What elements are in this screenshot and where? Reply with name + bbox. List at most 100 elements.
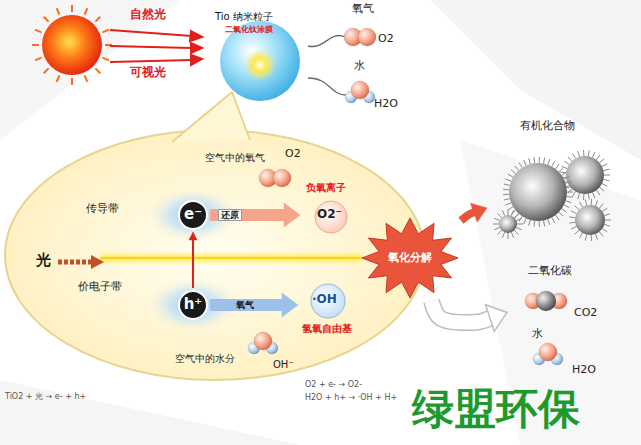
connector-line <box>210 299 284 311</box>
spike <box>580 202 583 207</box>
oxidation-arrow <box>210 293 298 317</box>
spike <box>515 214 519 218</box>
band-gap-line <box>100 250 362 266</box>
organic-molecule <box>569 199 611 241</box>
spike <box>603 169 609 170</box>
band-label: 价电子带 <box>78 281 122 294</box>
node-label: Tio 纳米粒子 <box>215 11 273 23</box>
sun <box>42 15 102 75</box>
connector-line <box>210 209 286 221</box>
spike <box>600 159 605 163</box>
ion-bubble <box>311 284 345 318</box>
spike <box>539 157 540 163</box>
sun-ray <box>35 58 41 61</box>
oxidation-star: 氧化分解 <box>362 218 458 298</box>
spike <box>556 215 560 220</box>
spike <box>533 221 535 227</box>
spike <box>567 196 573 198</box>
sun-ray <box>32 44 39 46</box>
spike <box>571 211 576 214</box>
spike <box>588 150 589 156</box>
node-label: h⁺ <box>184 296 203 313</box>
atom <box>539 343 557 361</box>
organic-molecule <box>560 150 610 200</box>
spike <box>508 233 509 239</box>
reduction-arrow <box>210 203 300 227</box>
spike <box>544 158 545 164</box>
molecule <box>525 291 567 311</box>
node-label: 氧气 <box>352 3 374 16</box>
light-arrow <box>110 60 192 62</box>
spike <box>566 201 572 203</box>
spike <box>602 208 607 211</box>
atom <box>351 81 369 99</box>
ball <box>566 156 604 194</box>
molecule <box>344 28 376 46</box>
ball <box>509 163 567 221</box>
node-label: 氧化分解 <box>388 252 432 265</box>
sun-ray <box>57 8 60 14</box>
ball <box>499 215 517 233</box>
node-sublabel: 二氧化钛涂膜 <box>225 25 273 34</box>
sun-ray <box>44 17 49 22</box>
particle-glow <box>244 49 276 81</box>
spike <box>559 212 563 216</box>
atom <box>358 28 376 46</box>
spike <box>595 200 597 206</box>
star-burst <box>362 218 458 298</box>
sun-ray <box>85 75 88 81</box>
spike <box>568 189 572 193</box>
spike <box>524 160 526 165</box>
spike <box>511 210 516 214</box>
edge-label: 氧气 <box>234 300 256 310</box>
arrow-head <box>91 255 104 269</box>
spike <box>504 184 510 185</box>
light-input-arrow <box>58 260 92 265</box>
spike <box>514 230 518 234</box>
spike <box>533 157 535 163</box>
molecule <box>533 343 563 365</box>
spike <box>575 206 579 210</box>
spike <box>566 181 572 183</box>
arrow-head <box>191 43 202 53</box>
molecule <box>248 332 278 354</box>
spike <box>604 224 610 226</box>
atom <box>536 291 556 311</box>
node-label: 空气中的氧气 <box>205 152 265 164</box>
carrier-circle <box>179 291 207 319</box>
sun-ray <box>35 30 41 33</box>
spike <box>568 157 572 161</box>
sun-ray <box>102 30 108 33</box>
organic-molecule <box>493 209 523 239</box>
node-label: 二氧化碳 <box>528 265 572 278</box>
spike <box>605 220 611 221</box>
spike <box>494 218 500 220</box>
light-label: 可视光 <box>130 66 166 80</box>
sun-ray <box>44 68 49 73</box>
sun-ray <box>57 75 60 81</box>
spike <box>548 159 550 165</box>
spike <box>494 227 500 229</box>
atom <box>273 169 291 187</box>
spike <box>600 187 605 191</box>
facet <box>430 0 641 160</box>
carbon-dioxide: 二氧化碳CO2 <box>510 265 610 325</box>
spike <box>588 194 589 200</box>
spike <box>529 220 531 226</box>
connector-line <box>192 239 194 288</box>
spike <box>604 214 610 216</box>
facet <box>0 0 180 140</box>
spike <box>503 189 509 190</box>
spike <box>539 221 540 227</box>
sun-ray <box>85 8 88 14</box>
band-label: 传导带 <box>86 203 119 216</box>
spike <box>497 230 501 234</box>
spike <box>511 232 513 238</box>
spike <box>602 164 607 167</box>
arrow-head <box>191 55 202 65</box>
oxygen-molecule: 氧气O2 <box>340 3 402 53</box>
spike <box>552 217 555 222</box>
light-arrow <box>110 30 192 36</box>
water-molecule: 水H2O <box>340 60 410 116</box>
